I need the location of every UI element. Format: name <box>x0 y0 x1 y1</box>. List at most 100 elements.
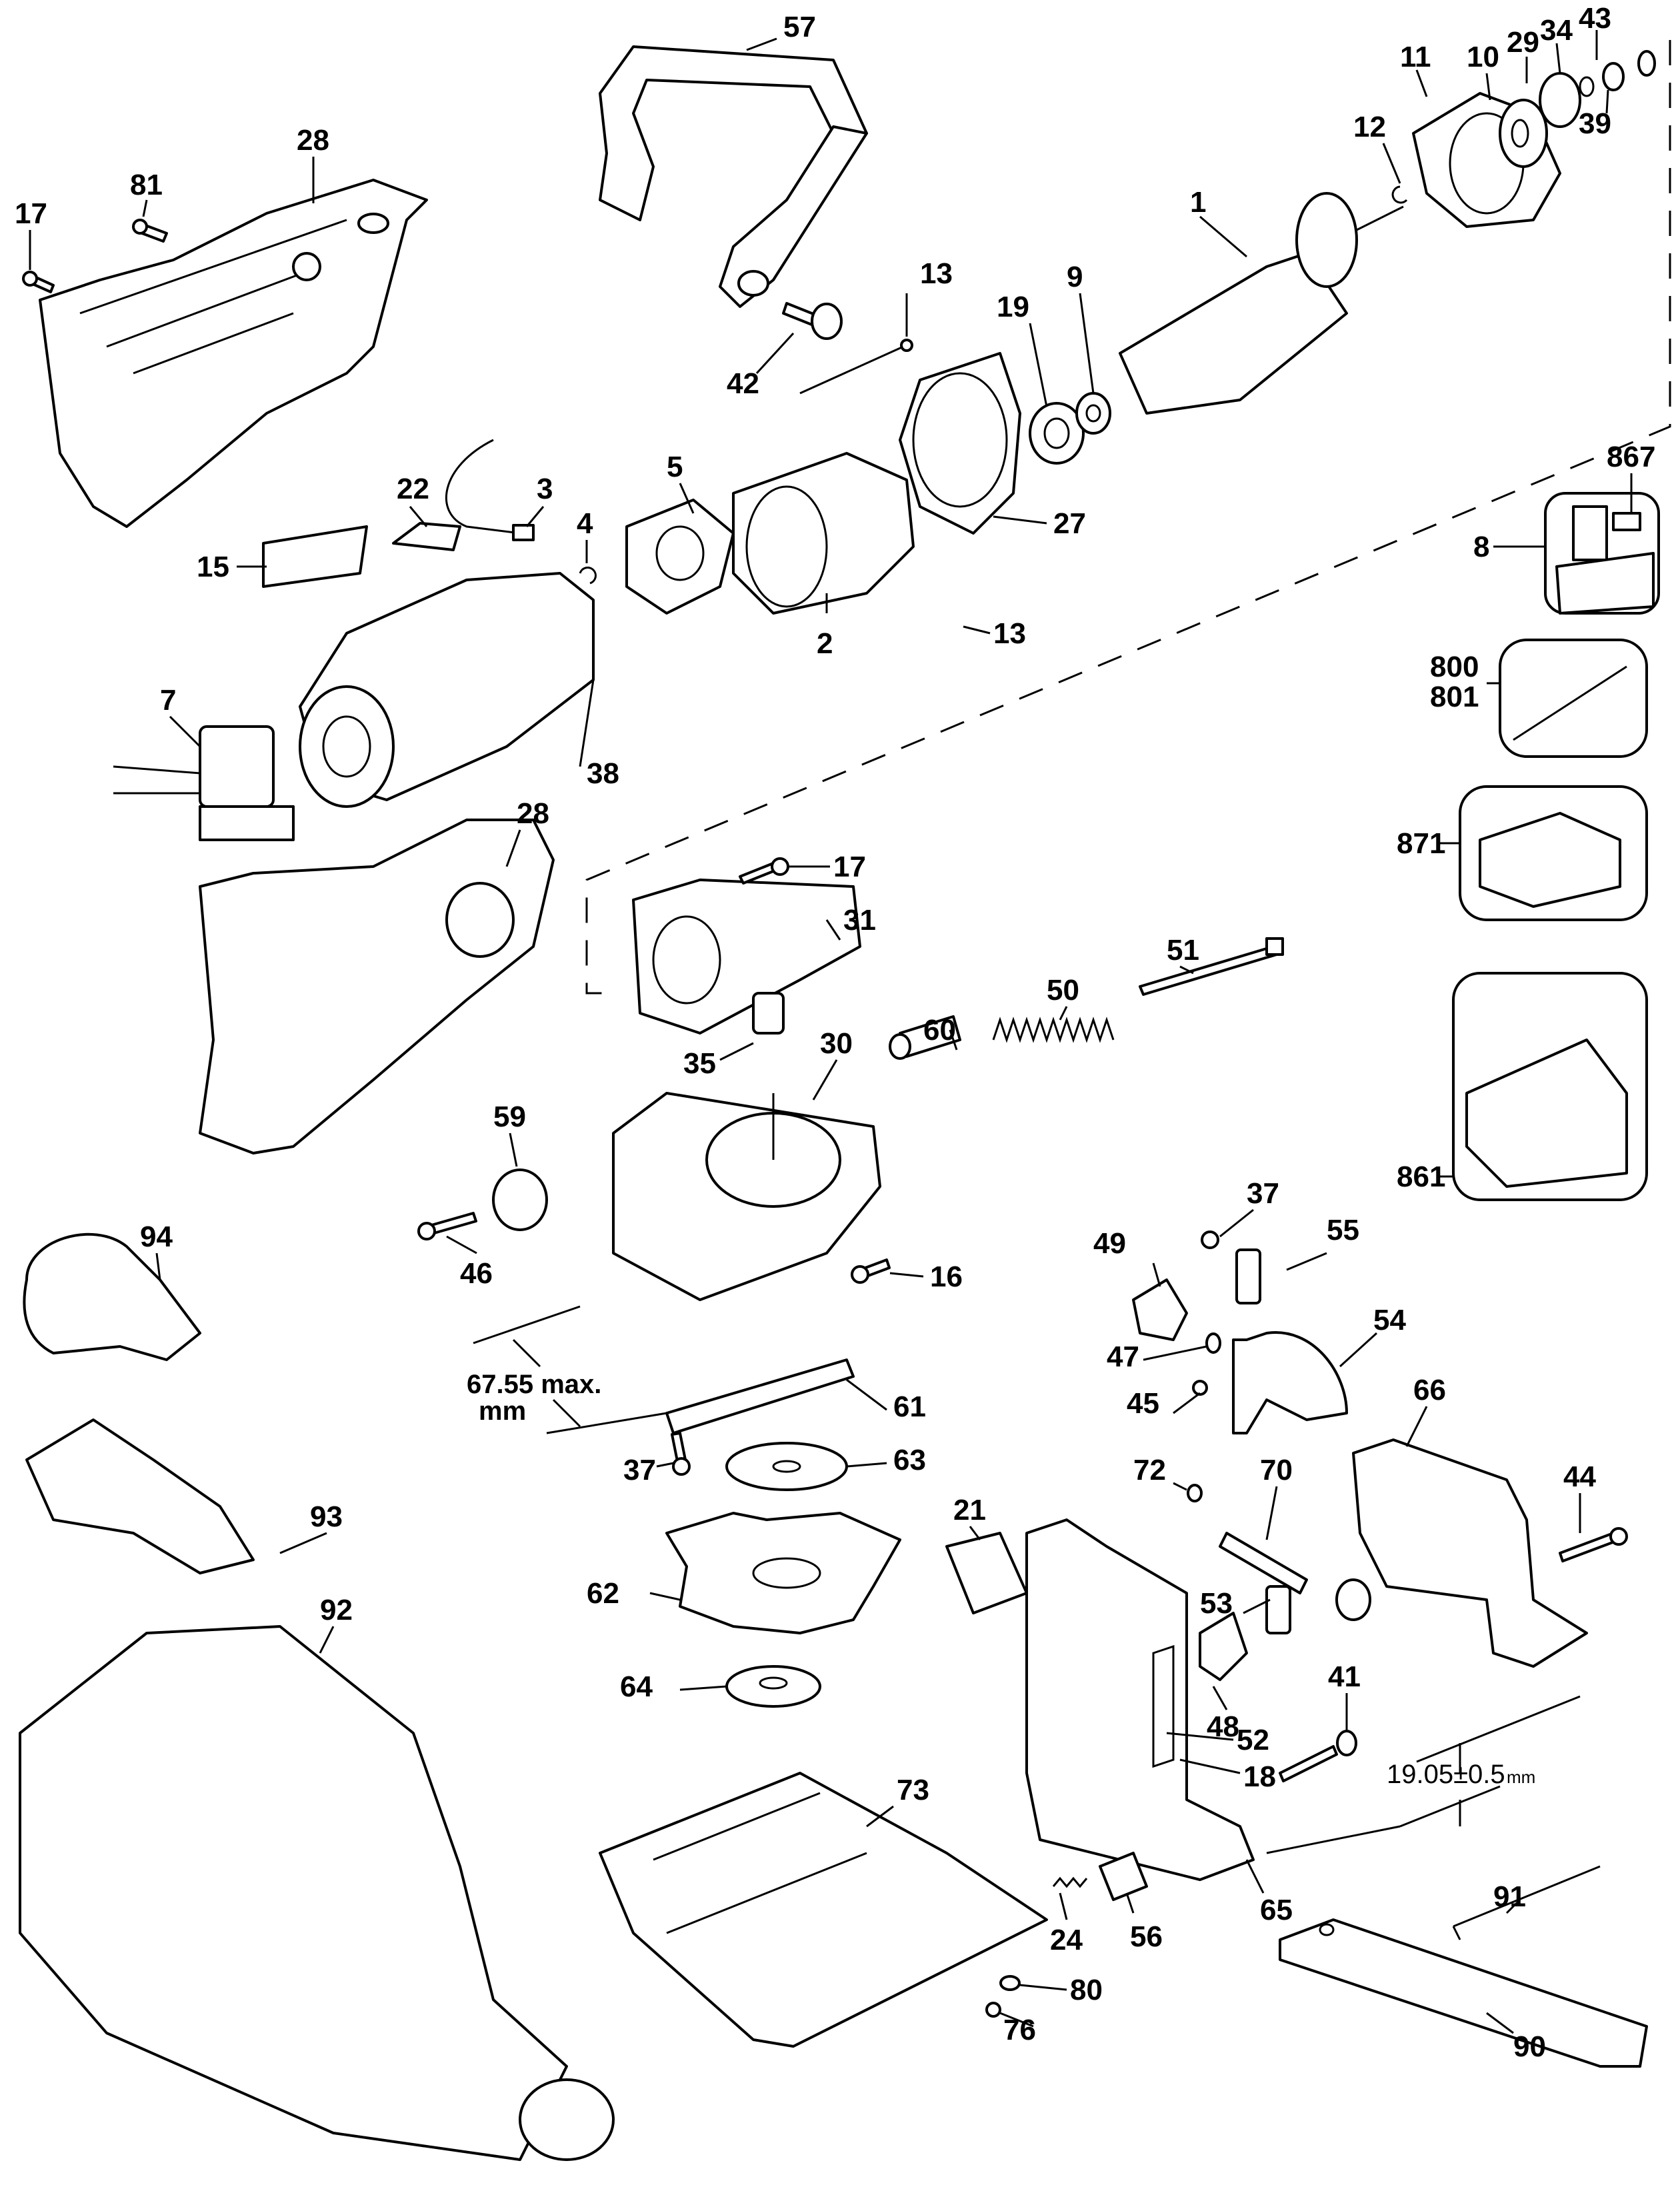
part-30-base-gear <box>612 1092 881 1301</box>
part-35-bushing <box>752 992 785 1035</box>
part-48-knob <box>1199 1612 1248 1681</box>
callout-72: 72 <box>1133 1454 1166 1486</box>
accessory-box-8-battery <box>1544 492 1660 615</box>
callout-47: 47 <box>1107 1340 1139 1373</box>
fence-height-dimension-lines <box>1266 1695 1581 1854</box>
callout-9: 9 <box>1067 261 1083 293</box>
callout-2: 2 <box>817 627 833 660</box>
part-59-knob <box>492 1168 548 1231</box>
callout-11: 11 <box>1400 41 1431 73</box>
part-19-bearing <box>1029 402 1085 465</box>
part-61-guide <box>665 1358 855 1434</box>
part-66-fence <box>1352 1438 1588 1668</box>
part-10-bearing <box>1499 99 1548 168</box>
part-80-washer <box>999 1975 1021 1991</box>
accessory-box-800-801-charger-cord <box>1499 639 1648 758</box>
callout-90: 90 <box>1513 2030 1546 2063</box>
callout-31: 31 <box>843 904 876 937</box>
callout-91: 91 <box>1493 1880 1526 1913</box>
part-92-dust-bag <box>19 1625 615 2161</box>
callout-52: 52 <box>1237 1724 1269 1756</box>
fence-height-value: 19.05±0.5 <box>1387 1760 1505 1789</box>
callout-45: 45 <box>1127 1387 1159 1420</box>
part-12-clip <box>1391 185 1408 204</box>
callout-30: 30 <box>820 1027 853 1060</box>
callout-861: 861 <box>1397 1160 1445 1193</box>
part-63-washer <box>725 1442 848 1491</box>
callout-3: 3 <box>537 473 553 505</box>
callout-871: 871 <box>1397 827 1445 860</box>
part-54-bevel-plate <box>1232 1331 1348 1434</box>
callout-34: 34 <box>1540 14 1573 47</box>
callout-37b: 37 <box>623 1454 656 1486</box>
callout-42: 42 <box>727 367 759 400</box>
callout-50: 50 <box>1047 974 1079 1007</box>
part-29-pinion <box>1539 72 1581 128</box>
callout-37a: 37 <box>1247 1177 1279 1210</box>
blade-depth-value: 67.55 max. <box>467 1370 601 1399</box>
part-90-wrench <box>1279 1918 1648 2068</box>
part-50-spring <box>992 1017 1115 1043</box>
callout-48: 48 <box>1207 1710 1239 1743</box>
part-47-washer <box>1205 1332 1221 1354</box>
part-27-brush-ring <box>899 352 1021 535</box>
part-37-screw-lower <box>671 1432 691 1476</box>
part-31-gear-case <box>632 879 861 1035</box>
part-38-motor-housing <box>299 572 595 808</box>
callout-57: 57 <box>783 11 816 43</box>
callout-13: 13 <box>920 257 953 290</box>
part-39-washer <box>1602 62 1625 91</box>
callout-59: 59 <box>493 1101 526 1133</box>
callout-8: 8 <box>1473 531 1489 563</box>
part-41-screw <box>1279 1730 1357 1782</box>
callout-labels: 57 28 81 17 13 42 19 9 1 12 11 10 29 34 … <box>15 2 1655 2063</box>
callout-64: 64 <box>620 1670 653 1703</box>
callout-65: 65 <box>1260 1894 1293 1926</box>
part-49-knob <box>1132 1278 1188 1341</box>
callout-16: 16 <box>930 1260 963 1293</box>
callout-10: 10 <box>1467 41 1499 73</box>
part-16-screw <box>851 1258 891 1284</box>
callout-61: 61 <box>893 1390 926 1423</box>
leader-lines <box>29 30 1633 2034</box>
blade-depth-dimension-lines <box>473 1305 667 1434</box>
callout-44: 44 <box>1563 1460 1596 1493</box>
part-45-screw <box>1192 1380 1208 1396</box>
part-9-washer <box>1075 392 1111 435</box>
part-34-washer <box>1579 76 1595 97</box>
part-94-dust-nozzle <box>23 1232 201 1361</box>
part-42-screw <box>782 302 843 340</box>
callout-55: 55 <box>1327 1214 1359 1246</box>
callout-38: 38 <box>587 757 619 790</box>
alignment-dashed-lines <box>585 40 1671 995</box>
part-73-base-plate <box>599 1772 1048 2048</box>
callout-80: 80 <box>1070 1974 1103 2006</box>
part-51-rod <box>1139 937 1284 996</box>
callout-62: 62 <box>587 1577 619 1610</box>
callout-28: 28 <box>297 124 329 157</box>
callout-22: 22 <box>397 473 429 505</box>
callout-73: 73 <box>897 1774 929 1806</box>
callout-17b: 17 <box>833 851 866 883</box>
blade-depth-unit: mm <box>479 1396 526 1426</box>
callout-35: 35 <box>683 1047 716 1080</box>
callout-801: 801 <box>1430 681 1479 713</box>
accessory-box-861-kit-box <box>1452 972 1648 1201</box>
part-65-fence-base <box>1025 1518 1255 1881</box>
callout-92: 92 <box>320 1594 353 1626</box>
callout-54: 54 <box>1373 1304 1406 1336</box>
callout-21: 21 <box>953 1494 986 1526</box>
callout-39: 39 <box>1579 107 1611 140</box>
callout-867: 867 <box>1607 441 1655 473</box>
callout-5: 5 <box>667 451 683 483</box>
part-24-spring <box>1052 1876 1088 1888</box>
part-37-screw-right <box>1201 1230 1219 1249</box>
part-17-screw-lower <box>739 857 789 885</box>
fence-height-unit: mm <box>1507 1767 1535 1787</box>
part-76-screw <box>985 2002 1001 2018</box>
part-15-label <box>262 525 368 588</box>
part-46-screw <box>417 1212 477 1240</box>
callout-15: 15 <box>197 551 229 583</box>
part-93-dust-nozzle <box>25 1418 255 1574</box>
